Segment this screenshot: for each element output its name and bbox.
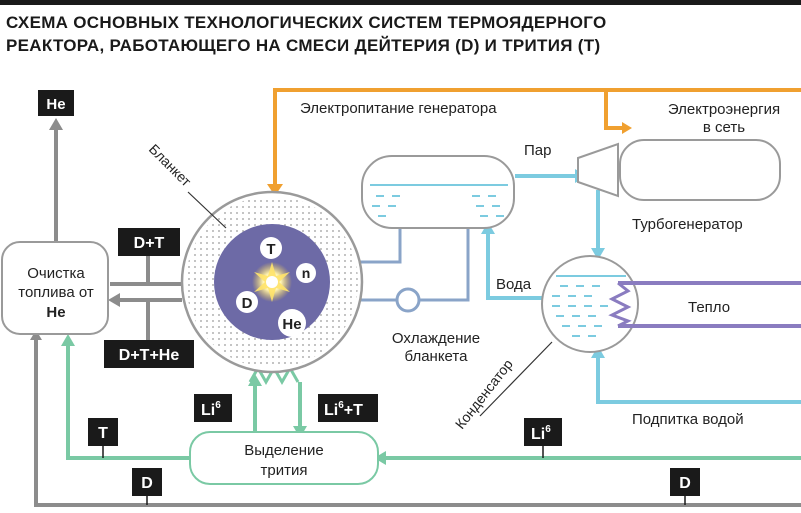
steam-label: Пар [524, 142, 551, 159]
tag-he-out: He [38, 90, 74, 116]
generator-power-label: Электропитание генератора [300, 100, 497, 117]
title-line-1: СХЕМА ОСНОВНЫХ ТЕХНОЛОГИЧЕСКИХ СИСТЕМ ТЕ… [6, 13, 607, 32]
particle-n: n [302, 265, 311, 281]
water-makeup-label: Подпитка водой [632, 411, 744, 428]
top-rule [0, 0, 801, 5]
arrow-li6-to-extraction [374, 451, 386, 465]
svg-text:D+T+He: D+T+He [119, 347, 180, 364]
blanket-cooling-label-2: бланкета [405, 348, 469, 365]
fuel-cleaning-label-2: топлива от [18, 284, 94, 301]
power-lines [273, 88, 801, 188]
arrow-li6-to-blanket [248, 374, 262, 386]
svg-text:Li6+T: Li6+T [324, 400, 363, 419]
blanket-label: Бланкет [146, 141, 195, 190]
svg-text:D: D [679, 475, 691, 492]
svg-text:T: T [98, 425, 108, 442]
plasma-particles: T n D He [236, 237, 316, 337]
tag-d-t-he: D+T+He [104, 340, 194, 368]
particle-d: D [242, 295, 253, 312]
tritium-extraction-box [189, 431, 379, 485]
tag-li6-in: Li6 [194, 394, 232, 422]
turbogenerator-label: Турбогенератор [632, 216, 743, 233]
arrow-t-to-cleaning [61, 334, 75, 346]
particle-he: He [282, 316, 301, 333]
svg-text:He: He [46, 96, 65, 113]
blanket-pointer [187, 191, 227, 229]
turbine-icon [577, 142, 619, 198]
fuel-lines [34, 128, 801, 507]
steam-generator [361, 155, 515, 229]
blanket-cooling-label-1: Охлаждение [392, 330, 480, 347]
condenser-pointer [479, 341, 553, 417]
cooling-pump [395, 287, 421, 313]
power-arrow-to-turbine [622, 122, 632, 134]
particle-t: T [266, 241, 275, 258]
tritium-extraction-label-2: трития [261, 462, 308, 479]
diagram-title: СХЕМА ОСНОВНЫХ ТЕХНОЛОГИЧЕСКИХ СИСТЕМ ТЕ… [6, 11, 796, 57]
svg-text:Li6: Li6 [201, 400, 221, 419]
title-line-2: РЕАКТОРА, РАБОТАЮЩЕГО НА СМЕСИ ДЕЙТЕРИЯ … [6, 36, 601, 55]
reactor [180, 190, 364, 374]
svg-text:D: D [141, 475, 153, 492]
he-out-arrow [49, 118, 63, 130]
water-label: Вода [496, 276, 532, 293]
tag-d-left: D [132, 468, 162, 496]
arrow-dthe-to-cleaning [108, 293, 120, 307]
power-arrow-to-reactor [267, 184, 283, 196]
heat-lines [608, 281, 801, 328]
tag-d-t: D+T [118, 228, 180, 256]
tag-t: T [88, 418, 118, 446]
tritium-extraction-label-1: Выделение [244, 442, 323, 459]
fuel-cleaning-label-3: He [46, 304, 65, 321]
arrow-to-condenser [591, 248, 605, 260]
grid-power-label-2: в сеть [703, 119, 745, 136]
tag-li6-t: Li6+T [318, 394, 378, 422]
fuel-cleaning-box [1, 241, 109, 335]
tag-li6-right: Li6 [524, 418, 562, 446]
turbogenerator-body [619, 139, 781, 201]
condenser-label: Конденсатор [452, 356, 516, 432]
fuel-cleaning-label-1: Очистка [27, 265, 85, 282]
grid-power-label-1: Электроэнергия [668, 101, 780, 118]
tag-d-right: D [670, 468, 700, 496]
water-lines [486, 174, 801, 404]
heat-label: Тепло [688, 299, 730, 316]
svg-text:Li6: Li6 [531, 424, 551, 443]
svg-text:D+T: D+T [134, 235, 165, 252]
condenser [541, 255, 639, 353]
